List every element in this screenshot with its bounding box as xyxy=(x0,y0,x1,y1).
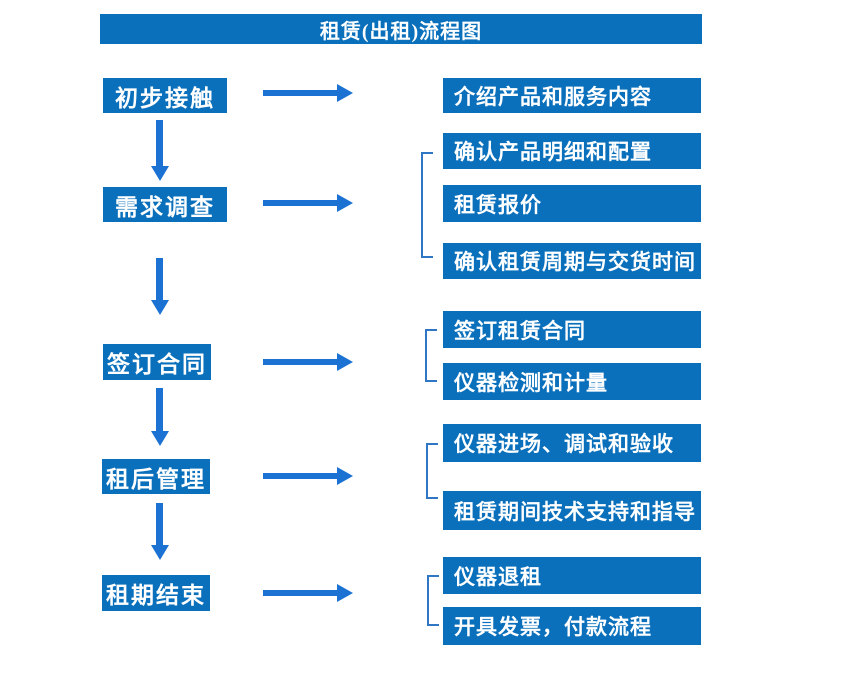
detail-box-rental-quote: 租赁报价 xyxy=(443,185,701,222)
detail-box-confirm-product-config: 确认产品明细和配置 xyxy=(443,133,701,169)
right-arrow-icon xyxy=(263,467,353,485)
detail-box-sign-rental-contract: 签订租赁合同 xyxy=(443,311,701,348)
right-arrow-icon xyxy=(263,84,353,102)
group-bracket-post-rental xyxy=(426,443,438,499)
down-arrow-icon xyxy=(151,258,169,315)
group-bracket-demand-survey xyxy=(421,152,433,258)
right-arrow-icon xyxy=(263,584,353,602)
right-arrow-icon xyxy=(263,194,353,212)
step-box-sign-contract: 签订合同 xyxy=(103,344,211,380)
down-arrow-icon xyxy=(151,388,169,446)
title-banner: 租赁(出租)流程图 xyxy=(100,14,702,44)
down-arrow-icon xyxy=(151,503,169,560)
group-bracket-sign-contract xyxy=(425,329,437,382)
step-box-post-rental-management: 租后管理 xyxy=(102,459,210,494)
page-title: 租赁(出租)流程图 xyxy=(319,20,483,43)
step-box-rental-end: 租期结束 xyxy=(102,575,210,611)
right-arrow-icon xyxy=(263,353,353,371)
detail-box-intro-products: 介绍产品和服务内容 xyxy=(443,78,701,113)
step-box-demand-survey: 需求调查 xyxy=(103,187,227,222)
group-bracket-rental-end xyxy=(427,575,439,626)
detail-box-instrument-return: 仪器退租 xyxy=(443,557,701,594)
down-arrow-icon xyxy=(151,120,169,181)
detail-box-tech-support: 租赁期间技术支持和指导 xyxy=(443,491,701,530)
detail-box-instrument-testing: 仪器检测和计量 xyxy=(443,363,701,400)
step-box-initial-contact: 初步接触 xyxy=(103,78,227,113)
detail-box-invoice-payment: 开具发票，付款流程 xyxy=(443,607,701,645)
detail-box-confirm-period-delivery: 确认租赁周期与交货时间 xyxy=(443,243,701,279)
detail-box-instrument-setup: 仪器进场、调试和验收 xyxy=(443,424,701,462)
